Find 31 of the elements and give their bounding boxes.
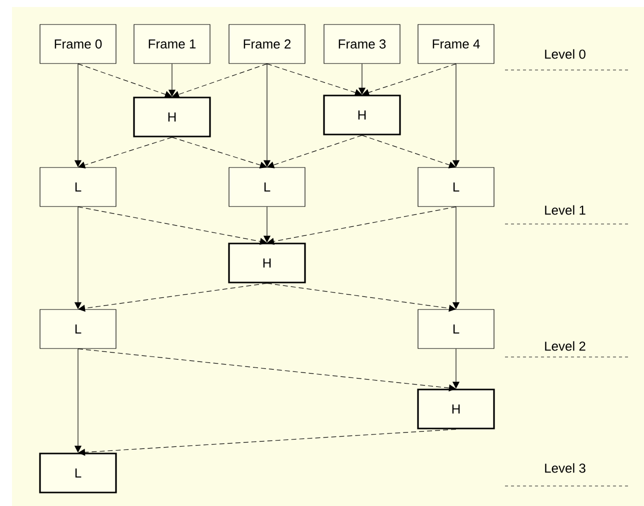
filter-box: H [133,96,211,138]
arrow [266,64,362,96]
arrow [78,283,268,312]
frame-box: Frame 0 [40,24,116,64]
frame-box: Frame 4 [418,24,494,64]
arrow [267,135,362,168]
frame-box: Frame 1 [134,24,210,64]
arrow [78,64,172,98]
filter-box: L [40,167,116,207]
level-label: Level 0 [545,49,586,59]
level-label: Level 3 [545,463,586,473]
arrow [362,135,456,168]
level-label: Level 1 [545,205,586,215]
arrow [78,137,172,168]
filter-box: L [228,167,306,207]
arrow [78,206,267,245]
level-label: Level 2 [545,341,586,351]
filter-box: H [417,388,495,430]
filter-box: L [418,167,494,207]
frame-box: Frame 3 [324,24,400,64]
filter-box: H [228,242,306,284]
filter-box: L [418,309,494,349]
arrow [78,429,456,456]
filter-box: H [323,94,401,136]
arrow [362,64,456,96]
filter-box: L [40,309,116,349]
arrow [172,64,268,98]
filter-box: L [39,452,117,494]
arrow [267,206,456,245]
frame-box: Frame 2 [228,24,306,64]
arrow [266,283,456,312]
